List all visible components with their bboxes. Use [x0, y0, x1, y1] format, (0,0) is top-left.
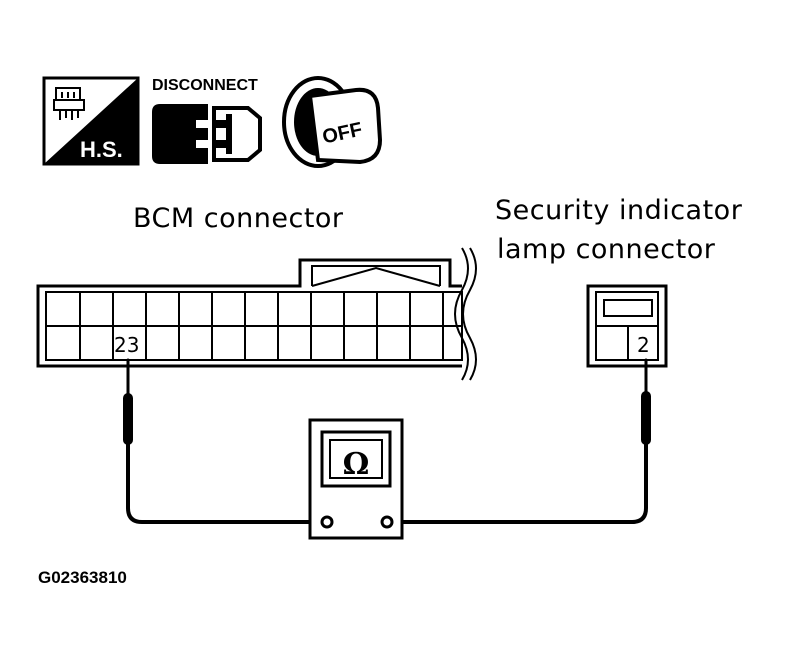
- bcm-connector-label: BCM connector: [133, 203, 344, 234]
- disconnect-text: DISCONNECT: [152, 77, 258, 94]
- probe-leads: [123, 358, 651, 524]
- figure-code: G02363810: [38, 568, 127, 587]
- lamp-connector-label-line1: Security indicator: [495, 195, 743, 226]
- lamp-connector: [586, 284, 668, 368]
- ohm-symbol: Ω: [343, 447, 370, 482]
- ignition-key-off-icon: OFF: [282, 76, 383, 168]
- ohmmeter-icon: Ω: [308, 418, 404, 540]
- connector-break-lines: [454, 247, 477, 381]
- meter-terminal-left: [320, 515, 334, 529]
- bcm-connector: [36, 258, 463, 368]
- connector-disconnect-icon: DISCONNECT: [152, 77, 262, 164]
- lamp-connector-label-line2: lamp connector: [497, 234, 716, 265]
- harness-sensor-icon: H.S.: [42, 76, 140, 166]
- meter-terminal-right: [380, 515, 394, 529]
- lamp-pin-2: 2: [637, 333, 650, 357]
- hs-text: H.S.: [80, 137, 123, 162]
- bcm-pin-23: 23: [114, 333, 139, 357]
